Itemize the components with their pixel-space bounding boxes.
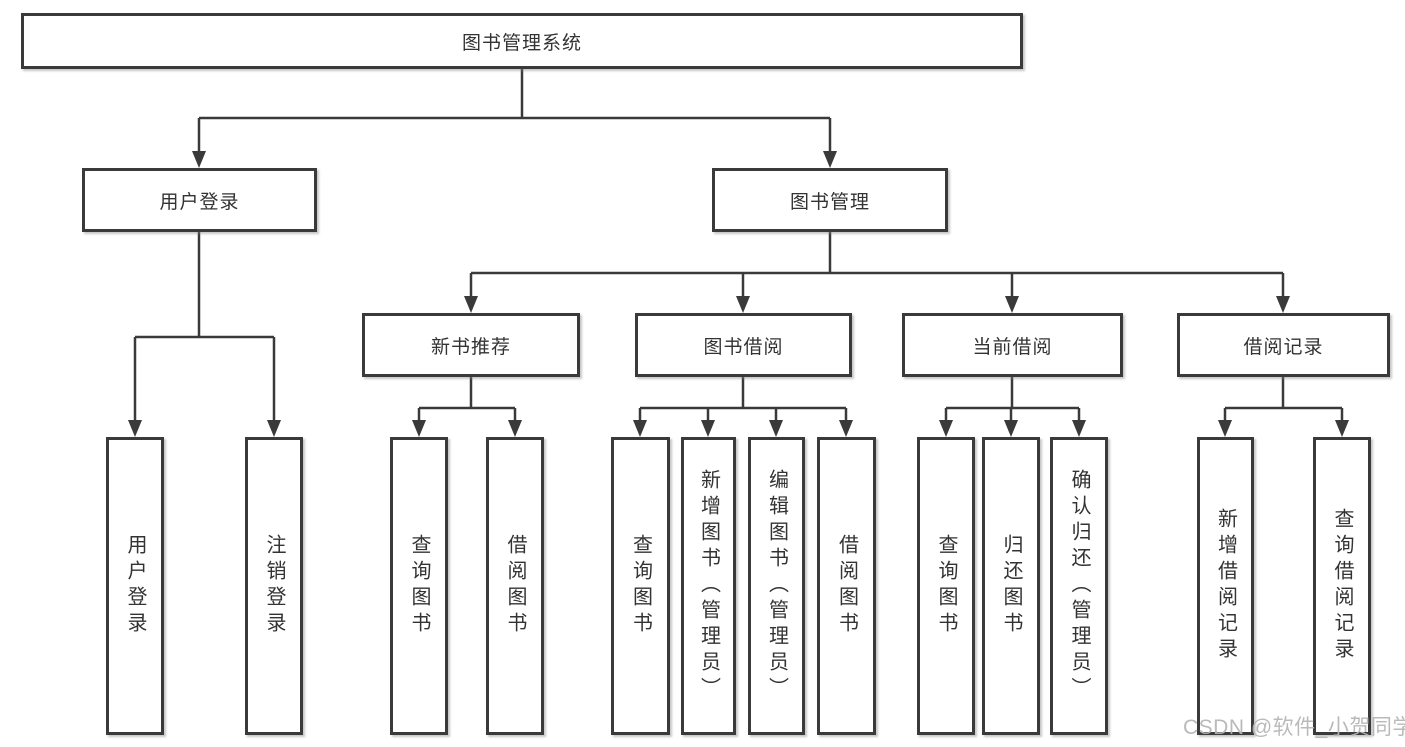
node-query-borrow-record: 查询借阅记录	[1313, 437, 1371, 735]
node-new-book-rec: 新书推荐	[362, 313, 580, 377]
csdn-watermark: CSDN @软件_小贺同学	[1183, 716, 1405, 739]
node-query-books-current: 查询图书	[917, 437, 975, 735]
arrowhead-icon	[1335, 420, 1349, 437]
node-logout-leaf: 注销登录	[245, 437, 303, 735]
arrowhead-icon	[769, 420, 783, 437]
node-root: 图书管理系统	[21, 13, 1023, 69]
arrowhead-icon	[508, 420, 522, 437]
node-label-return-books: 归还图书	[1000, 534, 1022, 638]
node-label-query-books-borrow: 查询图书	[629, 534, 652, 638]
node-label-borrow-books-borrow: 借阅图书	[835, 534, 858, 638]
arrowhead-icon	[1004, 420, 1018, 437]
arrowhead-icon	[1005, 296, 1019, 313]
arrowhead-icon	[192, 151, 206, 168]
node-query-books-borrow: 查询图书	[611, 437, 670, 735]
node-user-login-branch: 用户登录	[82, 168, 317, 232]
node-label-borrow-books-rec: 借阅图书	[504, 534, 526, 638]
node-label-user-login-branch: 用户登录	[159, 191, 240, 213]
node-label-query-books-current: 查询图书	[935, 534, 957, 638]
node-label-logout-leaf: 注销登录	[263, 534, 285, 638]
node-label-confirm-return-admin: 确认归还（管理员）	[1068, 469, 1090, 703]
node-borrow-records: 借阅记录	[1177, 313, 1390, 377]
node-label-root: 图书管理系统	[461, 32, 582, 54]
arrowhead-icon	[128, 420, 142, 437]
node-label-book-borrow: 图书借阅	[703, 336, 784, 358]
arrowhead-icon	[701, 420, 715, 437]
arrowhead-icon	[633, 420, 647, 437]
node-label-book-mgmt-branch: 图书管理	[789, 191, 870, 213]
arrowhead-icon	[1218, 420, 1232, 437]
node-borrow-books-rec: 借阅图书	[486, 437, 544, 735]
node-current-borrow: 当前借阅	[902, 313, 1123, 377]
arrowhead-icon	[839, 420, 853, 437]
node-confirm-return-admin: 确认归还（管理员）	[1050, 437, 1108, 735]
node-label-borrow-records: 借阅记录	[1243, 336, 1324, 358]
connector-path	[944, 377, 1081, 423]
arrowhead-icon	[267, 420, 281, 437]
node-return-books: 归还图书	[982, 437, 1040, 735]
arrowhead-icon	[1276, 296, 1290, 313]
arrowhead-icon	[464, 296, 478, 313]
arrowhead-icon	[736, 296, 750, 313]
node-label-add-borrow-record: 新增借阅记录	[1214, 508, 1237, 664]
connector-path	[638, 377, 848, 423]
node-label-new-book-rec: 新书推荐	[430, 336, 511, 358]
arrowhead-icon	[1072, 420, 1086, 437]
node-borrow-books-borrow: 借阅图书	[817, 437, 876, 735]
connector-path	[417, 377, 517, 423]
node-book-borrow: 图书借阅	[635, 313, 852, 377]
node-label-query-books-rec: 查询图书	[408, 534, 430, 638]
arrowhead-icon	[412, 420, 426, 437]
node-add-borrow-record: 新增借阅记录	[1197, 437, 1254, 735]
node-user-login-leaf: 用户登录	[106, 437, 164, 735]
node-label-current-borrow: 当前借阅	[972, 336, 1053, 358]
node-add-books-admin: 新增图书（管理员）	[681, 437, 736, 735]
node-edit-books-admin: 编辑图书（管理员）	[748, 437, 805, 735]
connector-path	[1223, 377, 1344, 423]
node-book-mgmt-branch: 图书管理	[712, 168, 948, 232]
connector-path	[469, 232, 1285, 299]
node-label-query-borrow-record: 查询借阅记录	[1331, 508, 1353, 664]
node-label-user-login-leaf: 用户登录	[124, 534, 146, 638]
arrowhead-icon	[823, 151, 837, 168]
arrowhead-icon	[939, 420, 953, 437]
node-label-edit-books-admin: 编辑图书（管理员）	[765, 469, 788, 703]
node-label-add-books-admin: 新增图书（管理员）	[697, 469, 720, 703]
connector-path	[133, 232, 276, 423]
connector-path	[197, 69, 832, 154]
node-query-books-rec: 查询图书	[390, 437, 448, 735]
